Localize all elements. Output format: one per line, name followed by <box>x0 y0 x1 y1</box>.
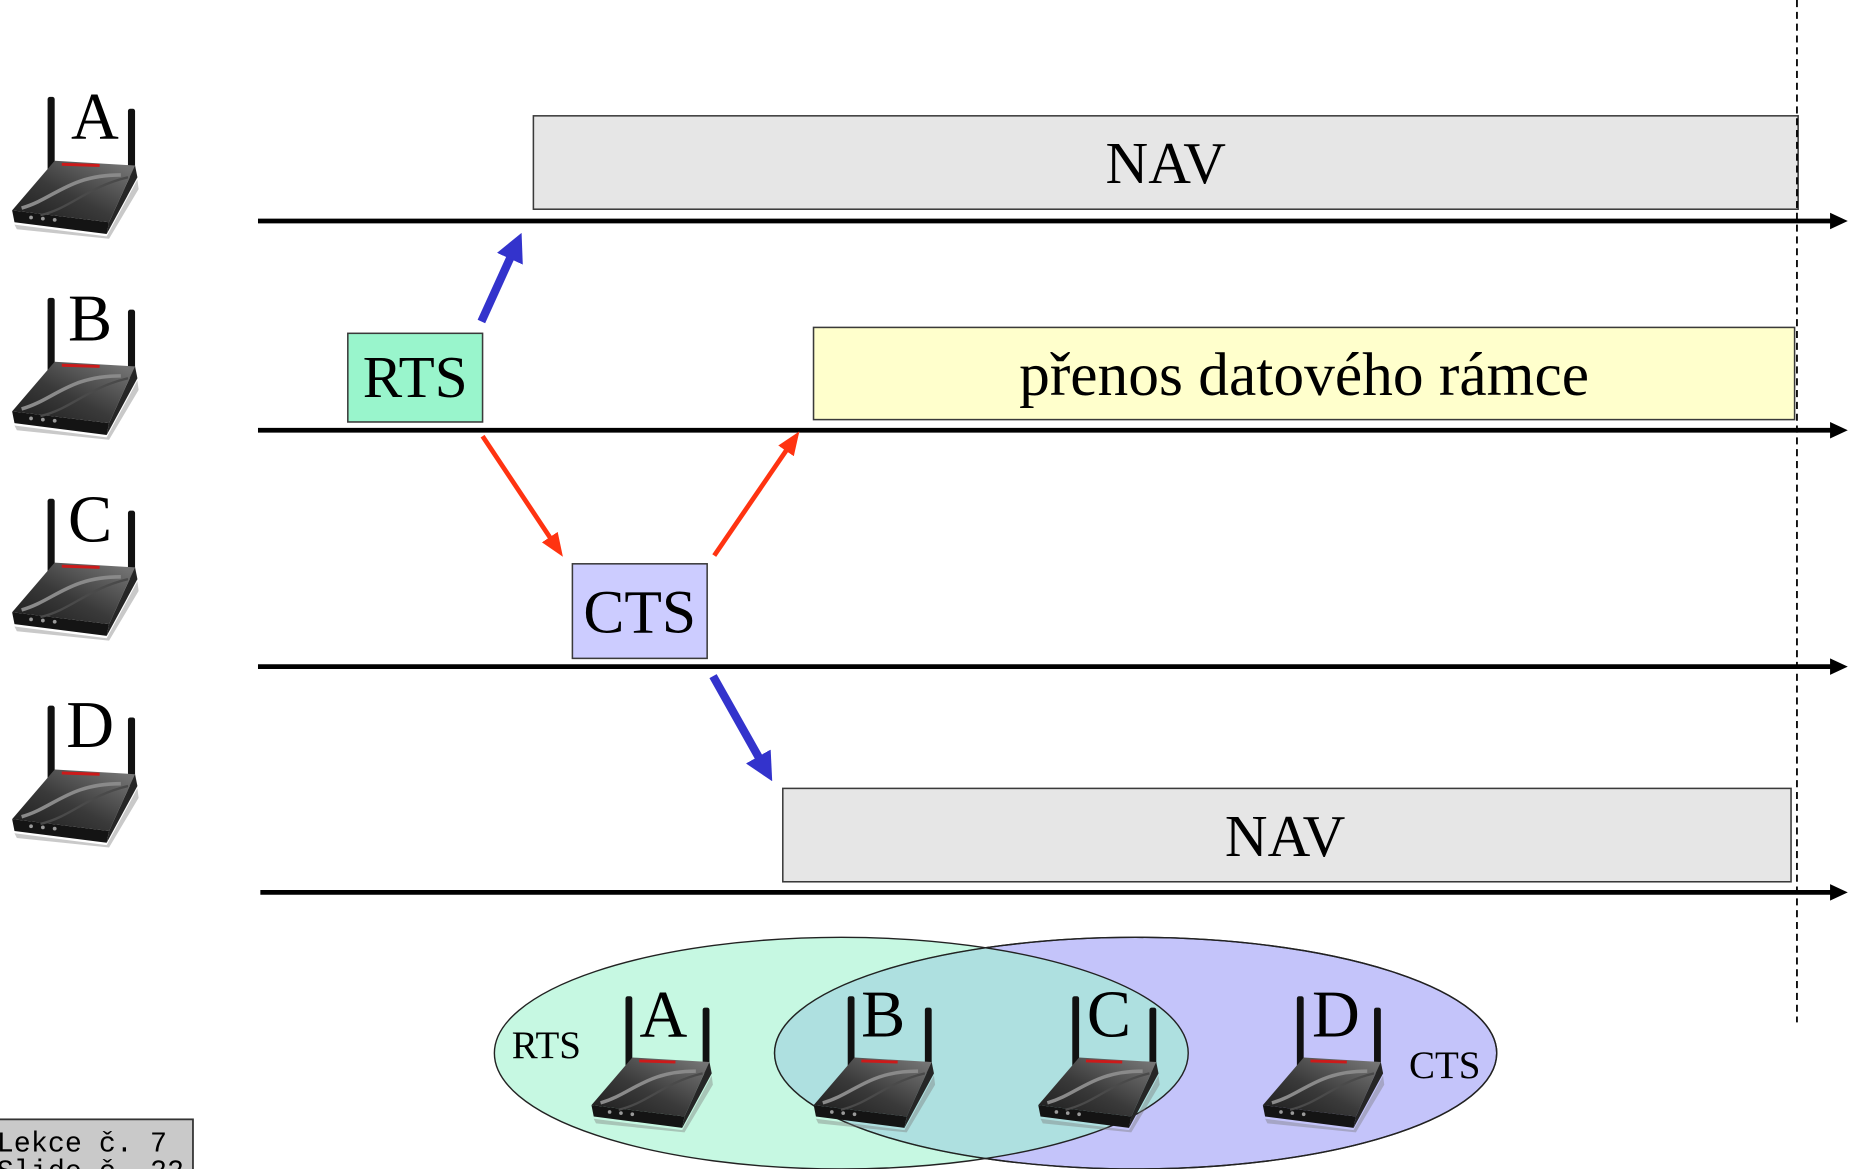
footer-lecture: Lekce č. 7 <box>0 1127 167 1160</box>
nav-label-station-a: NAV <box>1106 130 1227 196</box>
rts-range-ellipse <box>493 936 1189 1169</box>
nav-frame-station-a <box>532 115 1799 210</box>
timeline-arrowhead-c <box>1830 658 1848 675</box>
range-station-label-d: D <box>1312 979 1360 1052</box>
rts-to-c-arrow <box>480 434 563 557</box>
nav-frame-station-d <box>782 787 1792 883</box>
station-label-a: A <box>71 80 119 153</box>
range-station-label-a: A <box>640 979 688 1052</box>
footer-box <box>0 1118 194 1169</box>
cts-to-d-arrow <box>709 674 773 782</box>
station-label-c: C <box>68 483 112 556</box>
station-label-d: D <box>66 689 114 762</box>
data-frame-transmission <box>812 326 1796 421</box>
timeline-arrowhead-b <box>1830 421 1848 439</box>
cts-range-label: CTS <box>1409 1044 1481 1087</box>
nav-label-station-d: NAV <box>1225 803 1346 869</box>
timeline-arrowhead-a <box>1830 212 1848 230</box>
cts-frame <box>571 563 708 660</box>
range-station-label-b: B <box>861 979 905 1052</box>
range-station-label-c: C <box>1087 979 1131 1052</box>
rts-frame <box>347 332 484 423</box>
rts-to-a-arrow <box>477 232 523 324</box>
rts-frame-label: RTS <box>363 344 468 410</box>
footer-slide: Slide č. 22 <box>0 1156 184 1169</box>
cts-range-outline <box>773 936 1498 1169</box>
timeline-arrowhead-d <box>1830 884 1848 901</box>
cts-to-b-arrow <box>712 431 800 557</box>
station-label-b: B <box>68 282 112 355</box>
cts-frame-label: CTS <box>583 578 696 646</box>
rts-range-label: RTS <box>512 1024 581 1067</box>
data-frame-label: přenos datového rámce <box>1019 341 1589 409</box>
